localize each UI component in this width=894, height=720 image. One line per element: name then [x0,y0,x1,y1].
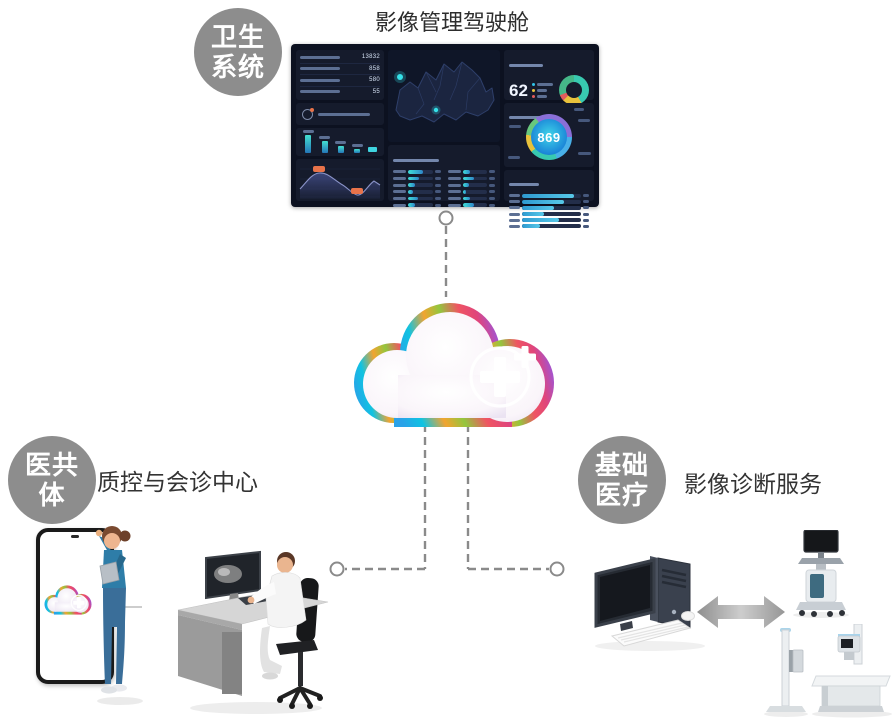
ring-label-bar [578,119,590,122]
dash-hbar-row [393,190,441,194]
label-imaging-service: 影像诊断服务 [684,471,822,497]
dash-hbar-row [509,224,589,228]
ring-label-bar [508,156,520,159]
dash-hbar-row [509,194,589,198]
dash-mini-bar [351,144,363,153]
notice-text-bar [318,112,370,116]
badge-basic-line1: 基础 [594,449,649,480]
dash-hbar-row [393,176,441,181]
alert-icon [302,107,314,120]
ultrasound-machine-illustration [793,530,849,618]
smartphone-illustration [36,528,114,684]
dash-stat-row: 13832 [300,52,380,64]
mini-cloud-logo [44,585,92,615]
badge-basic-line2: 医疗 [594,480,649,510]
badge-union-line2: 体 [38,480,66,510]
dash-hbar-row [509,212,589,216]
cloud-platform-icon [354,303,554,427]
dash-mini-bar [302,130,314,153]
dash-stat-row: 858 [300,64,380,75]
dash-mini-bar [319,136,331,153]
exchange-arrow-icon [697,596,785,628]
area-chart [299,166,381,199]
badge-health-system: 卫生 系统 [194,8,282,96]
dash-map-panel [388,50,500,142]
connector-node-left [329,561,345,577]
dash-notice-panel [296,103,384,125]
dash-mini-bars [296,128,384,156]
area-marker-2 [351,188,363,194]
dash-hbar-row [447,183,495,187]
ring-chart: 869 [526,114,572,160]
area-marker-1 [313,166,325,172]
dash-percent-panel [388,145,500,207]
dash-hbar-row [393,183,441,187]
percent-col-right [447,170,495,207]
badge-basic-medical: 基础 医疗 [578,436,666,524]
plus-circle-icon [469,346,536,408]
bar-list-title-bar [509,183,539,186]
dash-hbar-row [447,170,495,174]
ring-label-bar [578,152,591,155]
dash-hbar-row [447,190,495,194]
donut-legend [531,82,555,98]
page-title: 影像管理驾驶舱 [374,10,529,35]
percent-col-left [393,170,441,207]
dash-hbar-row [393,170,441,174]
map-dot-1 [397,74,403,80]
ring-label-bar [574,108,584,111]
badge-health-line2: 系统 [210,52,265,82]
phone-camera-dot [71,535,79,538]
dash-ring-panel: 869 [504,103,594,167]
donut-chart [559,75,589,105]
connector-node-top [438,210,454,226]
ring-value: 869 [537,129,561,145]
dash-hbar-row [393,196,441,201]
badge-medical-union: 医共 体 [8,436,96,524]
badge-health-line1: 卫生 [210,21,265,52]
dash-hbar-row [447,176,495,181]
percent-panel-title-bar [393,159,439,162]
xray-equipment-illustration [764,624,892,718]
badge-union-line1: 医共 [24,449,79,480]
ring-title-bar [509,116,549,119]
ring-label-bar [509,125,521,128]
dash-hbar-row [447,196,495,201]
dash-hbar-row [509,200,589,204]
connector-node-right [549,561,565,577]
dash-hbar-row [447,203,495,207]
dash-hbar-row [393,203,441,207]
doctor-workstation-illustration [177,550,329,714]
dash-bar-list-panel [504,170,594,228]
dash-mini-bar [335,141,347,153]
dash-donut-panel: 62 [504,50,594,105]
dash-hbar-row [509,218,589,222]
dash-area-chart-panel [296,159,384,201]
dash-stat-row: 55 [300,87,380,98]
label-qc-center: 质控与会诊中心 [97,469,258,495]
donut-value: 62 [509,80,528,100]
dash-stat-row: 580 [300,75,380,87]
map-dot-2 [433,107,439,113]
bar-list-rows [509,194,589,228]
desktop-computer-illustration [594,556,705,651]
region-map [394,61,495,123]
nurse-illustration [95,526,143,705]
dash-hbar-row [509,206,589,210]
donut-title-bar [509,64,543,67]
mini-cyan-block [368,147,378,152]
